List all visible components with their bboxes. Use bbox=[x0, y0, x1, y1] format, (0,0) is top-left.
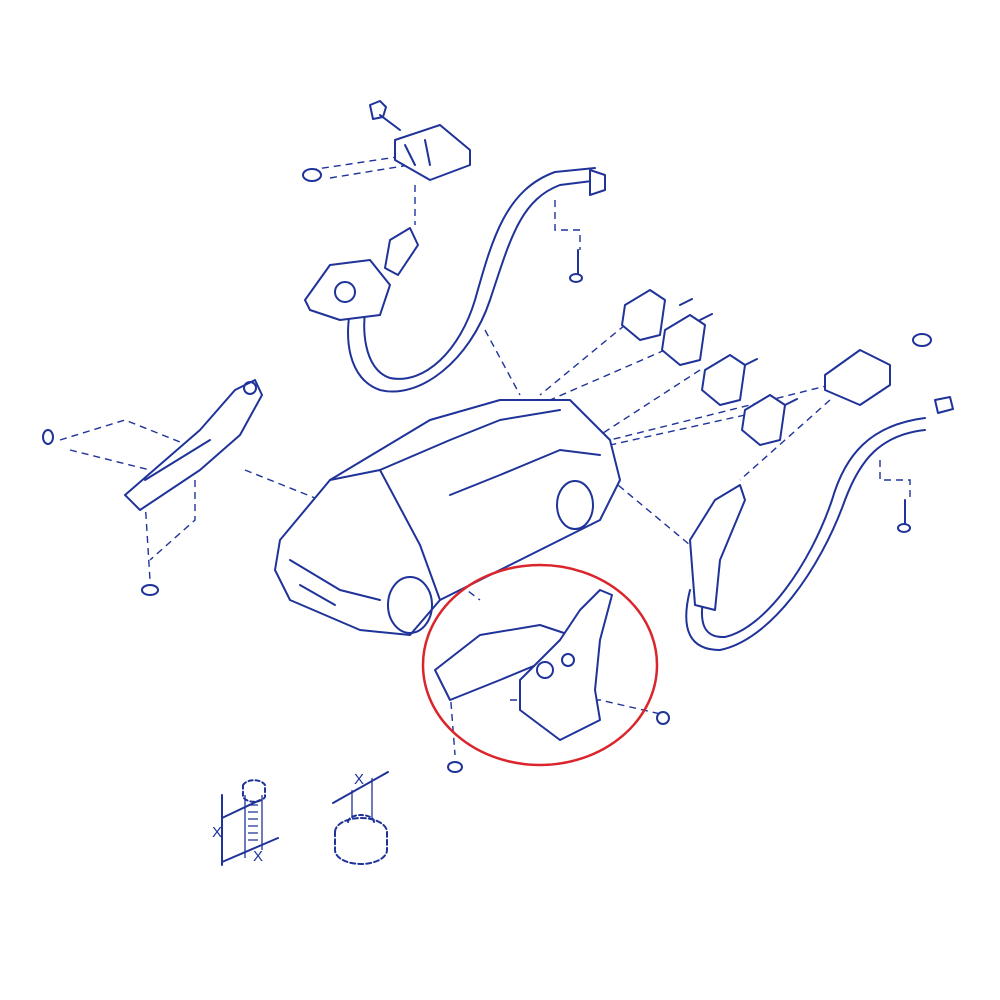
front-pillar-rail bbox=[685, 417, 926, 651]
bolt-width-label: X bbox=[253, 848, 263, 865]
upper-front-bracket bbox=[824, 333, 954, 414]
highlighted-part bbox=[421, 563, 670, 773]
bolt-dimension-legend: X X bbox=[212, 779, 279, 866]
nut-width-label: X bbox=[354, 771, 364, 788]
nut-dimension-legend: X bbox=[332, 771, 389, 865]
highlight-ellipse bbox=[421, 563, 659, 767]
upper-rear-bracket bbox=[302, 100, 471, 182]
car-body bbox=[274, 399, 621, 636]
bolt-height-label: X bbox=[212, 824, 222, 841]
upper-roof-rail bbox=[304, 167, 606, 393]
rear-hinge bbox=[42, 379, 263, 596]
center-brackets bbox=[621, 289, 798, 446]
